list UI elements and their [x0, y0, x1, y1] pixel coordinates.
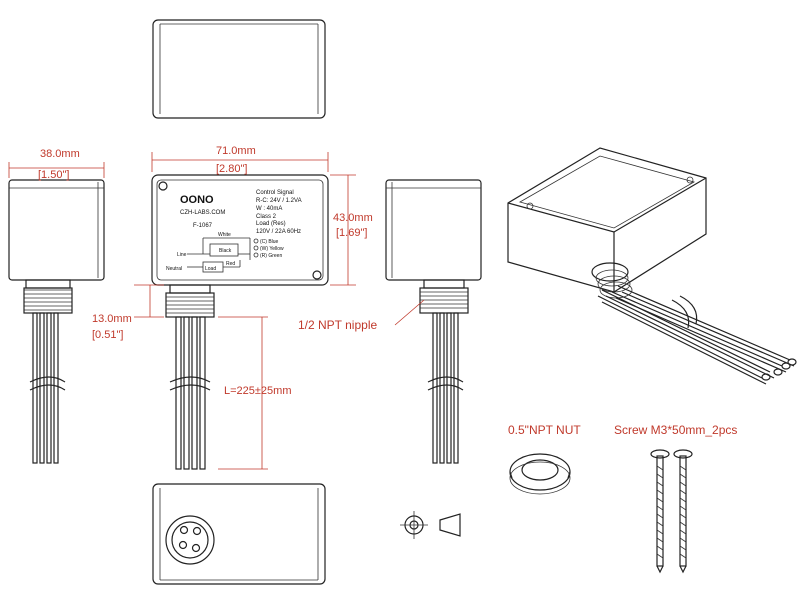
dimension-height: 43.0mm [1.69"] — [330, 174, 373, 286]
term-neutral-text: Neutral — [166, 266, 182, 272]
website-text: CZH-LABS.COM — [180, 210, 225, 216]
load-title-text: Load (Res) — [256, 221, 286, 227]
label-panel: OONO CZH-LABS.COM F-1067 Control Signal … — [166, 190, 302, 273]
control-class-text: Class 2 — [256, 214, 277, 220]
height-mm-text: 43.0mm — [333, 212, 373, 224]
dimension-width: 38.0mm [1.50"] — [8, 148, 105, 181]
width-mm-text: 38.0mm — [40, 148, 80, 160]
out-green-text: (R) Green — [260, 253, 282, 259]
length-mm-text: 71.0mm — [216, 145, 256, 157]
wire-red-text: Red — [226, 261, 235, 267]
nut-label: 0.5"NPT NUT — [508, 423, 581, 437]
screw-label: Screw M3*50mm_2pcs — [614, 423, 737, 437]
model-text: F-1067 — [193, 223, 213, 229]
dimension-length: 71.0mm [2.80"] — [151, 145, 329, 175]
wire-black-text: Black — [219, 248, 232, 254]
nipple-mm-text: 13.0mm — [92, 313, 132, 325]
width-in-text: [1.50"] — [38, 169, 69, 181]
length-in-text: [2.80"] — [216, 163, 247, 175]
control-w-text: W : 40mA — [256, 206, 282, 212]
nipple-in-text: [0.51"] — [92, 329, 123, 341]
dimension-lead-length: L=225±25mm — [218, 316, 292, 470]
wire-white-text: White — [218, 232, 231, 238]
control-title-text: Control Signal — [256, 190, 294, 196]
screws: Screw M3*50mm_2pcs — [614, 423, 737, 574]
top-view — [152, 19, 326, 119]
term-line-text: Line — [177, 252, 187, 258]
nipple-label: 1/2 NPT nipple — [298, 318, 377, 332]
height-in-text: [1.69"] — [336, 227, 367, 239]
load-rating-text: 120V / 22A 60Hz — [256, 229, 301, 235]
side-view-left — [8, 179, 105, 464]
dimension-nipple: 13.0mm [0.51"] — [92, 284, 164, 341]
out-blue-text: (C) Blue — [260, 239, 279, 245]
bottom-view — [152, 483, 326, 585]
screw-threads — [656, 465, 687, 559]
front-view — [151, 174, 329, 470]
projection-symbol — [400, 511, 461, 539]
npt-nut: 0.5"NPT NUT — [508, 423, 581, 495]
lead-length-text: L=225±25mm — [224, 385, 292, 397]
brand-text: OONO — [180, 194, 214, 206]
control-rc-text: R-C: 24V / 1.2VA — [256, 198, 302, 204]
term-load-text: Load — [205, 266, 216, 272]
side-view-right — [385, 179, 482, 464]
nipple-callout: 1/2 NPT nipple — [298, 299, 425, 332]
isometric-view — [507, 147, 797, 385]
out-yellow-text: (W) Yellow — [260, 246, 284, 252]
